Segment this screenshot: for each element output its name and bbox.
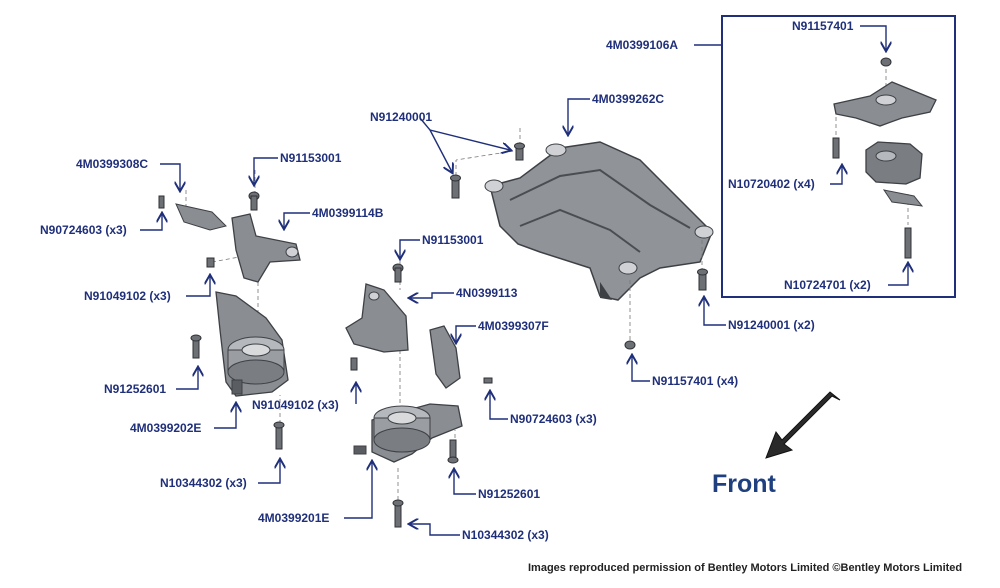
left-bracket-parts xyxy=(175,203,301,283)
label-n91157401-x4: N91157401 (x4) xyxy=(652,374,739,388)
label-4m0399262c: 4M0399262C xyxy=(592,92,665,106)
label-4n0399113: 4N0399113 xyxy=(456,286,518,300)
label-n91049102-mid: N91049102 (x3) xyxy=(252,398,339,412)
label-n10724701: N10724701 (x2) xyxy=(784,278,871,292)
middle-bracket-parts xyxy=(345,283,461,389)
label-n90724603-left: N90724603 (x3) xyxy=(40,223,127,237)
inset-mount-parts xyxy=(833,81,937,207)
label-4m0399114b: 4M0399114B xyxy=(312,206,384,220)
copyright-credit: Images reproduced permission of Bentley … xyxy=(528,562,963,574)
inset-detail-box xyxy=(721,15,956,298)
label-n91049102-left: N91049102 (x3) xyxy=(84,289,171,303)
label-n10720402: N10720402 (x4) xyxy=(728,177,815,191)
label-4m0399308c: 4M0399308C xyxy=(76,157,149,171)
subframe-part xyxy=(484,141,714,301)
front-label: Front xyxy=(712,470,776,498)
label-4m0399202e: 4M0399202E xyxy=(130,421,202,435)
leader-lines xyxy=(140,25,908,536)
label-n90724603-mid: N90724603 (x3) xyxy=(510,412,597,426)
label-n91240001-x2: N91240001 (x2) xyxy=(728,318,815,332)
label-n91252601-left: N91252601 xyxy=(104,382,167,396)
label-n91252601-mid: N91252601 xyxy=(478,487,541,501)
label-4m0399106a: 4M0399106A xyxy=(606,38,679,52)
label-n91157401-top: N91157401 xyxy=(792,19,854,33)
left-engine-mount-part xyxy=(215,291,289,397)
label-n91240001-top: N91240001 xyxy=(370,110,433,124)
label-4m0399201e: 4M0399201E xyxy=(258,511,330,525)
label-n91153001-mid: N91153001 xyxy=(422,233,484,247)
bolts xyxy=(158,57,912,528)
label-n10344302-left: N10344302 (x3) xyxy=(160,476,247,490)
label-n91153001-left: N91153001 xyxy=(280,151,342,165)
label-n10344302-mid: N10344302 (x3) xyxy=(462,528,549,542)
middle-engine-mount-part xyxy=(353,403,463,463)
label-4m0399307f: 4M0399307F xyxy=(478,319,549,333)
front-arrow-icon xyxy=(765,391,841,459)
